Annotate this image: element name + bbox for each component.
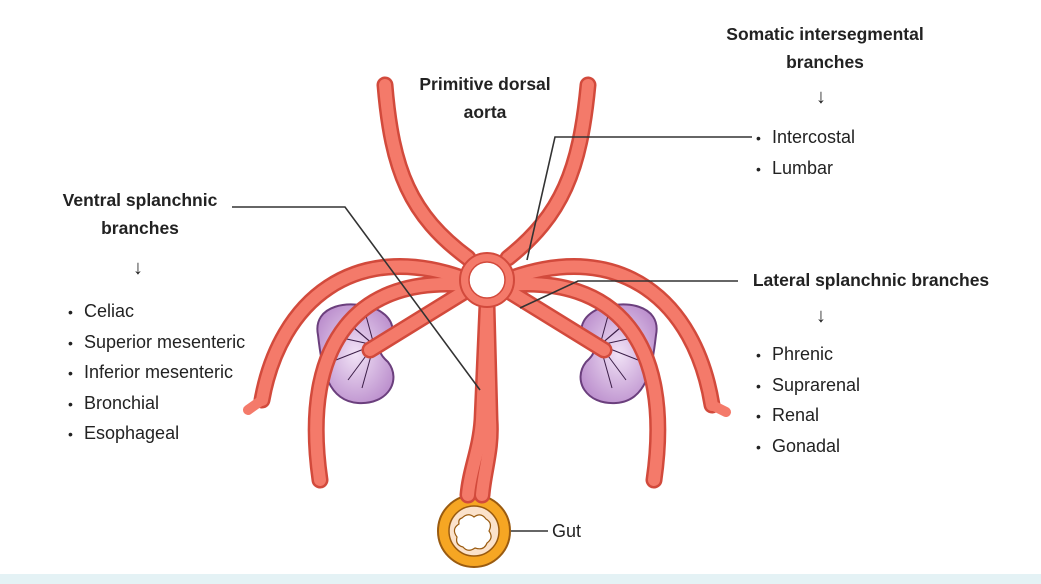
leader-lateral bbox=[519, 280, 738, 309]
list-item: Lumbar bbox=[756, 153, 855, 184]
vessels bbox=[243, 76, 731, 504]
aorta-ring bbox=[459, 252, 515, 308]
list-item: Bronchial bbox=[68, 388, 245, 419]
list-item: Inferior mesenteric bbox=[68, 357, 245, 388]
list-item: Suprarenal bbox=[756, 370, 860, 401]
somatic-heading-line2: branches bbox=[786, 52, 864, 72]
list-item: Intercostal bbox=[756, 122, 855, 153]
list-item: Phrenic bbox=[756, 339, 860, 370]
aorta-label: Primitive dorsal aorta bbox=[400, 70, 570, 126]
ventral-heading-line1: Ventral splanchnic bbox=[62, 190, 218, 210]
list-item: Celiac bbox=[68, 296, 245, 327]
aorta-label-line1: Primitive dorsal bbox=[419, 74, 551, 94]
list-item: Superior mesenteric bbox=[68, 327, 245, 358]
lateral-heading: Lateral splanchnic branches bbox=[752, 270, 990, 290]
ventral-heading: Ventral splanchnic branches bbox=[48, 186, 232, 242]
somatic-down-arrow-icon: ↓ bbox=[816, 86, 826, 108]
ventral-down-arrow-icon: ↓ bbox=[133, 257, 143, 279]
leader-lines bbox=[232, 136, 752, 532]
list-item: Esophageal bbox=[68, 418, 245, 449]
lateral-list: Phrenic Suprarenal Renal Gonadal bbox=[756, 339, 860, 461]
somatic-list: Intercostal Lumbar bbox=[756, 122, 855, 183]
somatic-heading: Somatic intersegmental branches bbox=[705, 20, 945, 76]
gut-ring bbox=[437, 494, 511, 568]
list-item: Gonadal bbox=[756, 431, 860, 462]
ventral-heading-line2: branches bbox=[101, 218, 179, 238]
bottom-strip bbox=[0, 574, 1041, 584]
aorta-label-line2: aorta bbox=[463, 102, 507, 122]
leader-ventral bbox=[232, 206, 481, 391]
leader-somatic bbox=[526, 136, 752, 261]
list-item: Renal bbox=[756, 400, 860, 431]
gut-label: Gut bbox=[552, 521, 582, 541]
somatic-heading-line1: Somatic intersegmental bbox=[726, 24, 924, 44]
ventral-list: Celiac Superior mesenteric Inferior mese… bbox=[68, 296, 245, 449]
lateral-down-arrow-icon: ↓ bbox=[816, 305, 826, 327]
